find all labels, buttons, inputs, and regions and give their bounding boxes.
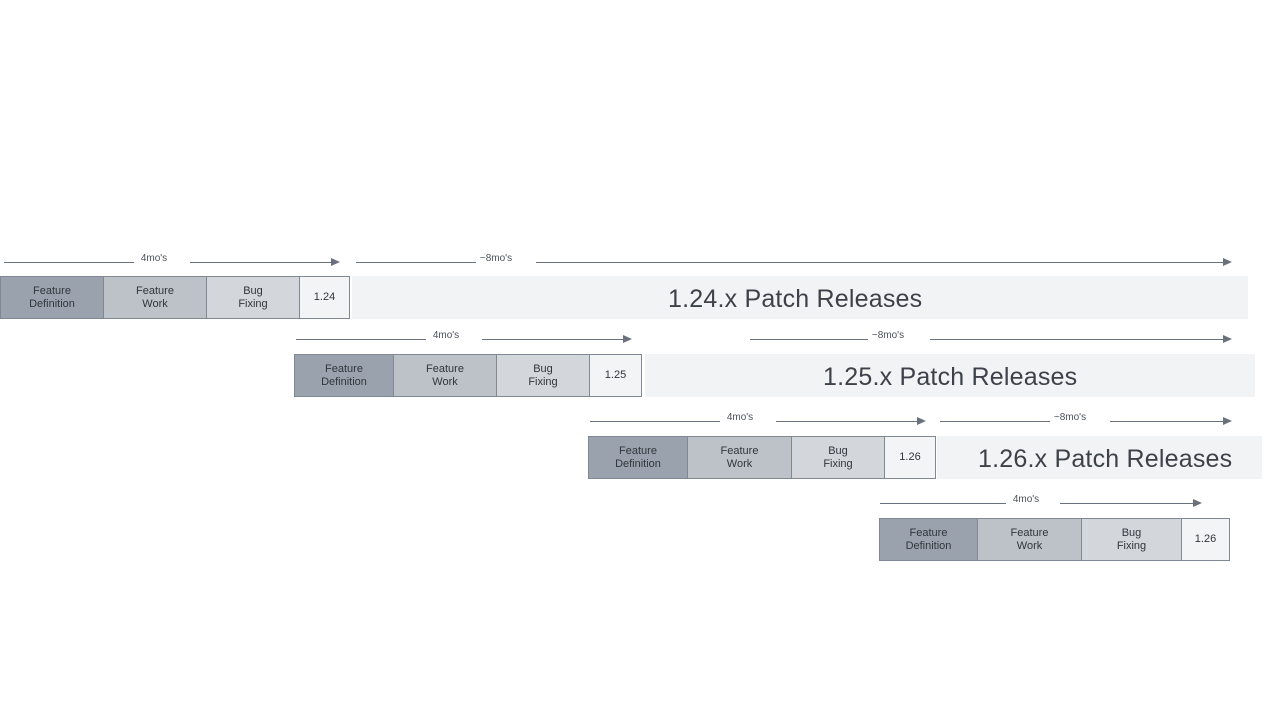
duration-arrow-dev-1-25: 4mo's	[296, 330, 636, 348]
phase-label-line2: Fixing	[823, 457, 853, 470]
phase-bar-1-26-next: Feature Definition Feature Work Bug Fixi…	[879, 518, 1230, 561]
phase-feature-work: Feature Work	[687, 436, 792, 479]
version-label: 1.25	[604, 369, 627, 381]
patch-release-label-1-25: 1.25.x Patch Releases	[823, 363, 1078, 391]
phase-label-line2: Work	[142, 297, 168, 310]
version-label: 1.24	[313, 291, 336, 303]
version-box-1-25: 1.25	[589, 354, 642, 397]
phase-feature-work: Feature Work	[103, 276, 207, 319]
phase-bar-1-25: Feature Definition Feature Work Bug Fixi…	[294, 354, 642, 397]
patch-release-band-1-25	[645, 354, 1255, 397]
duration-label-patch-1-26: ~8mo's	[1053, 412, 1087, 423]
phase-label-line2: Definition	[321, 375, 367, 388]
phase-bug-fixing: Bug Fixing	[496, 354, 590, 397]
phase-bug-fixing: Bug Fixing	[206, 276, 300, 319]
phase-bug-fixing: Bug Fixing	[791, 436, 885, 479]
patch-release-band-1-24	[352, 276, 1248, 319]
version-label: 1.26	[899, 451, 921, 463]
arrow-segment-left	[590, 421, 720, 422]
phase-label-line1: Bug	[828, 444, 848, 457]
phase-label-line2: Fixing	[528, 375, 558, 388]
arrow-segment-right	[482, 339, 627, 340]
phase-bar-1-24: Feature Definition Feature Work Bug Fixi…	[0, 276, 350, 319]
phase-bar-1-26: Feature Definition Feature Work Bug Fixi…	[588, 436, 936, 479]
arrow-segment-right	[930, 339, 1227, 340]
arrowhead-icon	[1193, 499, 1202, 507]
arrow-segment-left	[940, 421, 1050, 422]
phase-feature-definition: Feature Definition	[294, 354, 394, 397]
phase-feature-definition: Feature Definition	[879, 518, 978, 561]
phase-label-line1: Feature	[1010, 526, 1049, 539]
duration-label-patch-1-25: ~8mo's	[871, 330, 905, 341]
version-label: 1.26	[1194, 533, 1217, 545]
phase-label-line2: Definition	[905, 539, 952, 552]
patch-release-band-1-26	[937, 436, 1262, 479]
version-box-1-26: 1.26	[884, 436, 936, 479]
duration-label-dev-1-25: 4mo's	[432, 330, 460, 341]
phase-feature-definition: Feature Definition	[588, 436, 688, 479]
phase-label-line1: Bug	[243, 284, 263, 297]
arrow-segment-left	[296, 339, 426, 340]
version-box-1-26-next: 1.26	[1181, 518, 1230, 561]
duration-arrow-dev-1-26-next: 4mo's	[880, 494, 1210, 512]
patch-release-label-1-24: 1.24.x Patch Releases	[668, 285, 923, 313]
phase-label-line2: Definition	[615, 457, 661, 470]
duration-label-dev-1-26-next: 4mo's	[1012, 494, 1040, 505]
arrow-segment-left	[880, 503, 1006, 504]
arrow-segment-left	[4, 262, 134, 263]
arrow-segment-left	[750, 339, 868, 340]
arrowhead-icon	[917, 417, 926, 425]
phase-label-line2: Fixing	[238, 297, 268, 310]
phase-label-line2: Fixing	[1116, 539, 1147, 552]
arrow-segment-right	[1060, 503, 1197, 504]
phase-bug-fixing: Bug Fixing	[1081, 518, 1182, 561]
duration-arrow-dev-1-26: 4mo's	[590, 412, 930, 430]
arrow-segment-right	[1110, 421, 1227, 422]
phase-label-line2: Work	[1016, 539, 1043, 552]
phase-label-line1: Feature	[426, 362, 464, 375]
patch-release-label-1-26: 1.26.x Patch Releases	[978, 445, 1233, 473]
duration-label-dev-1-26: 4mo's	[726, 412, 754, 423]
phase-label-line1: Feature	[619, 444, 657, 457]
phase-label-line2: Definition	[29, 297, 75, 310]
phase-feature-definition: Feature Definition	[0, 276, 104, 319]
phase-label-line1: Bug	[1121, 526, 1142, 539]
version-box-1-24: 1.24	[299, 276, 350, 319]
arrowhead-icon	[623, 335, 632, 343]
phase-label-line1: Feature	[720, 444, 759, 457]
arrow-segment-right	[776, 421, 921, 422]
duration-arrow-dev-1-24: 4mo's	[4, 253, 344, 271]
arrow-segment-right	[536, 262, 1227, 263]
phase-label-line1: Feature	[33, 284, 71, 297]
duration-arrow-patch-1-25: ~8mo's	[750, 330, 1236, 348]
phase-label-line1: Feature	[325, 362, 363, 375]
phase-label-line1: Feature	[136, 284, 174, 297]
duration-arrow-patch-1-26: ~8mo's	[940, 412, 1236, 430]
arrowhead-icon	[331, 258, 340, 266]
arrow-segment-left	[356, 262, 476, 263]
phase-label-line1: Bug	[533, 362, 553, 375]
phase-label-line1: Feature	[909, 526, 948, 539]
arrowhead-icon	[1223, 335, 1232, 343]
arrowhead-icon	[1223, 417, 1232, 425]
arrow-segment-right	[190, 262, 335, 263]
phase-label-line2: Work	[432, 375, 458, 388]
arrowhead-icon	[1223, 258, 1232, 266]
phase-label-line2: Work	[726, 457, 753, 470]
duration-label-dev-1-24: 4mo's	[140, 253, 168, 264]
phase-feature-work: Feature Work	[393, 354, 497, 397]
duration-arrow-patch-1-24: ~8mo's	[356, 253, 1236, 271]
phase-feature-work: Feature Work	[977, 518, 1082, 561]
duration-label-patch-1-24: ~8mo's	[479, 253, 513, 264]
